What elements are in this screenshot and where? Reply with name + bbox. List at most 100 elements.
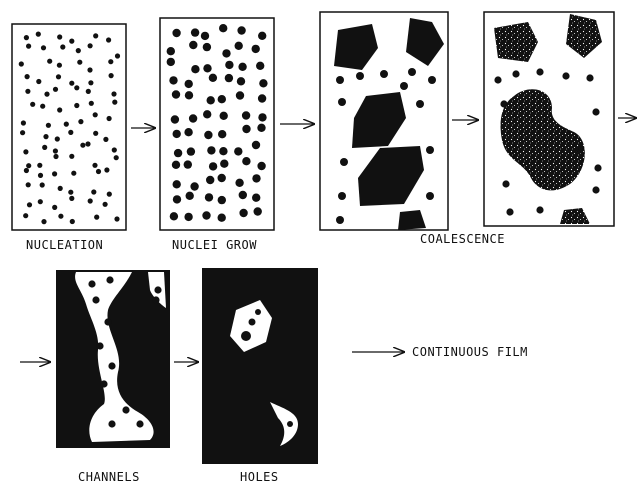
nucleus-dot	[218, 130, 226, 138]
nucleus-dot	[259, 79, 267, 87]
nucleus-dot	[21, 120, 26, 125]
nucleus-dot	[111, 91, 116, 96]
nucleus-dot	[88, 280, 95, 287]
nucleus-dot	[77, 60, 82, 65]
nucleus-dot	[96, 169, 101, 174]
nucleus-dot	[58, 186, 63, 191]
nucleus-dot	[592, 108, 599, 115]
nucleus-dot	[87, 67, 92, 72]
nucleus-dot	[185, 80, 193, 88]
nucleus-dot	[47, 59, 52, 64]
nucleus-dot	[41, 45, 46, 50]
nucleus-dot	[239, 191, 247, 199]
nucleus-dot	[171, 115, 179, 123]
nucleus-dot	[356, 72, 364, 80]
nucleus-dot	[167, 58, 175, 66]
panel-holes	[202, 268, 318, 464]
panel-channels	[56, 270, 170, 448]
nucleus-dot	[258, 32, 266, 40]
nucleus-dot	[184, 160, 192, 168]
nucleus-dot	[172, 161, 180, 169]
nucleus-dot	[576, 146, 583, 153]
nucleus-dot	[494, 76, 501, 83]
nucleus-dot	[258, 113, 266, 121]
nucleus-dot	[562, 72, 569, 79]
nucleus-dot	[25, 74, 30, 79]
nucleus-dot	[536, 68, 543, 75]
nucleus-dot	[30, 102, 35, 107]
nucleus-dot	[242, 125, 250, 133]
nucleus-dot	[172, 29, 180, 37]
nucleus-dot	[114, 216, 119, 221]
nucleus-dot	[55, 136, 60, 141]
nucleus-dot	[26, 44, 31, 49]
nucleus-dot	[220, 160, 228, 168]
nucleus-dot	[428, 76, 436, 84]
nucleus-dot	[103, 137, 108, 142]
nucleus-dot	[202, 211, 210, 219]
nucleus-dot	[70, 219, 75, 224]
nucleus-dot	[154, 286, 161, 293]
nucleus-dot	[112, 100, 117, 105]
nucleus-dot	[64, 122, 69, 127]
nucleus-dot	[252, 45, 260, 53]
nucleus-dot	[400, 82, 408, 90]
nucleus-dot	[426, 192, 434, 200]
nucleus-dot	[206, 176, 214, 184]
nucleus-dot	[174, 149, 182, 157]
nucleus-dot	[53, 154, 58, 159]
nucleus-dot	[191, 65, 199, 73]
nucleus-dot	[252, 194, 260, 202]
nucleus-dot	[25, 89, 30, 94]
nucleus-dot	[235, 179, 243, 187]
nucleus-dot	[43, 134, 48, 139]
nucleus-dot	[209, 74, 217, 82]
nucleus-dot	[53, 148, 58, 153]
nucleus-dot	[336, 216, 344, 224]
nucleus-dot	[74, 103, 79, 108]
nucleus-dot	[416, 100, 424, 108]
nucleus-dot	[257, 124, 265, 132]
nucleus-dot	[108, 362, 115, 369]
label-nuclei-grow: NUCLEI GROW	[172, 238, 257, 252]
nucleus-dot	[92, 163, 97, 168]
nucleus-dot	[170, 212, 178, 220]
panel-coalescence-late	[484, 12, 614, 226]
nucleus-dot	[94, 215, 99, 220]
nucleus-dot	[37, 163, 42, 168]
nucleus-dot	[23, 213, 28, 218]
panel-nuclei-grow	[160, 18, 274, 230]
nucleus-dot	[426, 146, 434, 154]
nucleus-dot	[586, 74, 593, 81]
nucleus-dot	[93, 33, 98, 38]
nucleus-dot	[69, 81, 74, 86]
nucleus-dot	[187, 147, 195, 155]
nucleus-dot	[106, 276, 113, 283]
nucleus-dot	[592, 186, 599, 193]
nucleus-dot	[36, 79, 41, 84]
nucleus-dot	[173, 180, 181, 188]
nucleus-dot	[191, 28, 199, 36]
nucleus-dot	[71, 171, 76, 176]
nucleus-dot	[69, 154, 74, 159]
nucleus-dot	[225, 61, 233, 69]
nucleus-dot	[219, 147, 227, 155]
nucleus-dot	[242, 157, 250, 165]
nucleus-dot	[68, 130, 73, 135]
nucleus-dot	[189, 114, 197, 122]
nucleus-dot	[340, 158, 348, 166]
label-nucleation: NUCLEATION	[26, 238, 103, 252]
nucleus-dot	[57, 107, 62, 112]
nucleus-dot	[218, 214, 226, 222]
nucleus-dot	[85, 141, 90, 146]
nucleus-dot	[338, 98, 346, 106]
nucleus-dot	[103, 202, 108, 207]
nucleus-dot	[40, 104, 45, 109]
nucleus-dot	[86, 89, 91, 94]
nucleus-dot	[190, 182, 198, 190]
nucleus-dot	[93, 112, 98, 117]
nucleus-dot	[108, 420, 115, 427]
nucleus-dot	[237, 77, 245, 85]
nucleus-dot	[52, 171, 57, 176]
nucleus-dot	[20, 130, 25, 135]
